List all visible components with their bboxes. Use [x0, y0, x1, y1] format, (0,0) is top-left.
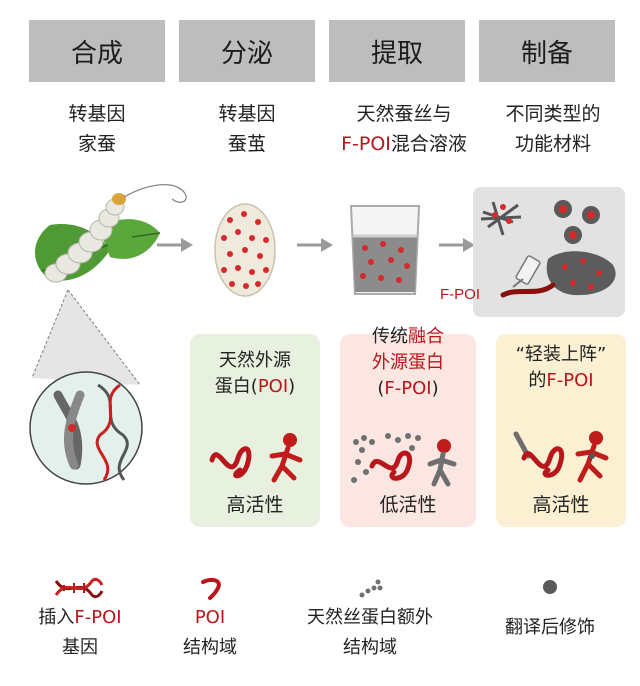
dna-icon: [54, 577, 104, 599]
panel2-line2: 外源蛋白: [372, 352, 444, 373]
materials-box: [473, 187, 625, 317]
header-preparation: 制备: [479, 20, 615, 82]
step-desc-silkworm: 转基因家蚕: [68, 103, 126, 155]
fpoi-protein-runner-icon: [513, 431, 609, 483]
step-desc-solution: 天然蚕丝与 F-POI混合溶液: [341, 103, 467, 155]
arrow-right-3: [439, 238, 475, 252]
panel3-line2: 的F-POI: [528, 370, 594, 391]
legend-modification: 翻译后修饰: [505, 617, 595, 638]
panel-natural-poi: 天然外源 蛋白(POI) 高活性: [190, 334, 320, 527]
panel2-activity: 低活性: [379, 494, 437, 516]
fpoi-label: F-POI: [440, 286, 480, 303]
header-extraction: 提取: [329, 20, 465, 82]
panel1-activity: 高活性: [226, 494, 284, 516]
silkworm-leaf-illustration: [35, 184, 187, 283]
beaker-illustration: [349, 205, 421, 295]
panel-traditional-fusion: 传统融合 外源蛋白 (F-POI) 低活性: [340, 326, 476, 527]
poi-domain-icon: [201, 578, 221, 600]
legend-poi-domain: POI 结构域: [183, 607, 237, 658]
step-desc-materials: 不同类型的功能材料: [505, 103, 601, 155]
header-secretion: 分泌: [179, 20, 315, 82]
arrow-right-2: [297, 238, 333, 252]
legend-silk-domain: 天然丝蛋白额外 结构域: [307, 607, 433, 658]
panel1-line1: 天然外源: [219, 350, 291, 371]
panel3-line1: “轻装上阵”: [515, 344, 607, 365]
arrow-right-1: [157, 238, 193, 252]
modification-dot-icon: [543, 580, 557, 594]
step-desc-cocoon: 转基因蚕茧: [218, 103, 276, 155]
materials-illustration: [480, 200, 616, 298]
cocoon-illustration: [214, 203, 276, 297]
legend-insert-gene: 插入F-POI 基因: [38, 607, 122, 658]
panel2-line1: 传统融合: [372, 326, 444, 347]
panel1-line2: 蛋白(POI): [214, 376, 296, 397]
fusion-protein-runner-icon: [351, 433, 457, 487]
gene-zoom-illustration: [29, 289, 143, 485]
poi-protein-runner-icon: [209, 433, 303, 483]
panel2-line3: (F-POI): [377, 378, 439, 399]
panel-light-fpoi: “轻装上阵” 的F-POI 高活性: [496, 334, 626, 527]
panel3-activity: 高活性: [532, 494, 590, 516]
header-synthesis: 合成: [29, 20, 165, 82]
silk-domain-icon: [359, 579, 383, 598]
